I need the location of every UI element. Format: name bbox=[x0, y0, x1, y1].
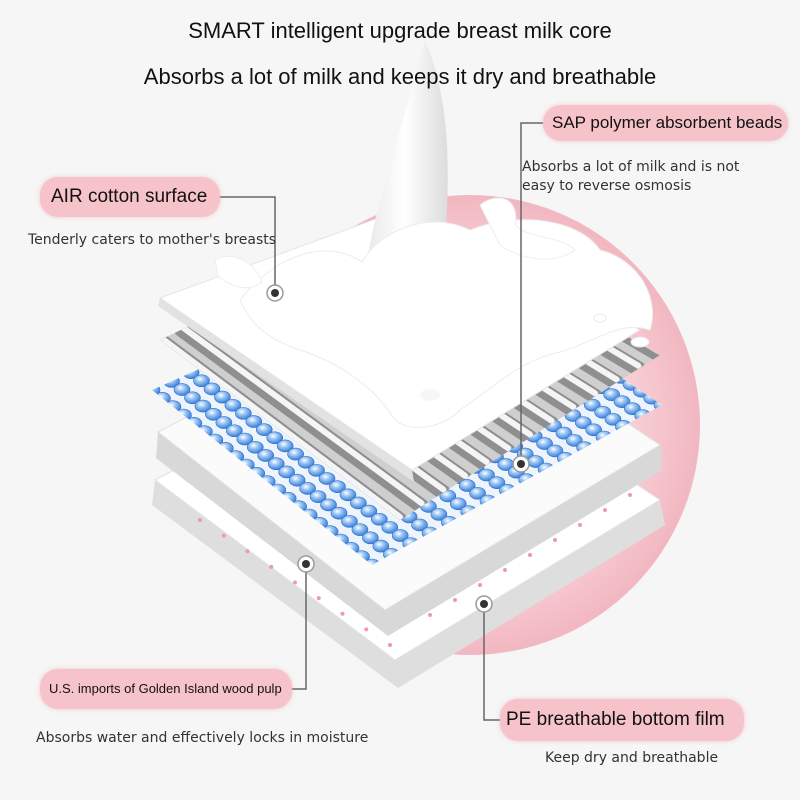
headline-line-2: Absorbs a lot of milk and keeps it dry a… bbox=[143, 64, 657, 89]
leader-line-pe bbox=[483, 604, 505, 721]
leader-dot-icon bbox=[297, 555, 315, 573]
leader-line-air bbox=[218, 196, 276, 293]
leader-dot-icon bbox=[266, 284, 284, 302]
callout-description-line: easy to reverse osmosis bbox=[522, 178, 692, 194]
callout-description-line: Absorbs a lot of milk and is not bbox=[522, 159, 740, 175]
callout-label-air-cotton: AIR cotton surface bbox=[40, 177, 220, 217]
callout-label-sap: SAP polymer absorbent beads bbox=[543, 105, 788, 141]
callout-description-pe-film: Keep dry and breathable bbox=[545, 749, 718, 768]
callout-label-pe-film: PE breathable bottom film bbox=[500, 699, 744, 741]
callout-description-line: Keep dry and breathable bbox=[545, 750, 719, 766]
leader-dot-icon bbox=[475, 595, 493, 613]
callout-description-wood-pulp: Absorbs water and effectively locks in m… bbox=[36, 729, 368, 748]
headline-line-1: SMART intelligent upgrade breast milk co… bbox=[188, 18, 612, 43]
leader-line-pulp bbox=[290, 564, 307, 690]
callout-description-air-cotton: Tenderly caters to mother's breasts bbox=[28, 231, 276, 250]
leader-lines bbox=[218, 122, 543, 721]
callout-description-line: Tenderly caters to mother's breasts bbox=[28, 232, 277, 248]
leader-line-sap bbox=[520, 122, 543, 464]
callout-description-line: Absorbs water and effectively locks in m… bbox=[36, 730, 369, 746]
leader-dots bbox=[266, 284, 530, 613]
milk-splash bbox=[214, 40, 654, 428]
callout-description-sap: Absorbs a lot of milk and is not easy to… bbox=[522, 158, 739, 196]
leader-dot-icon bbox=[512, 455, 530, 473]
callout-label-wood-pulp: U.S. imports of Golden Island wood pulp bbox=[40, 669, 292, 709]
